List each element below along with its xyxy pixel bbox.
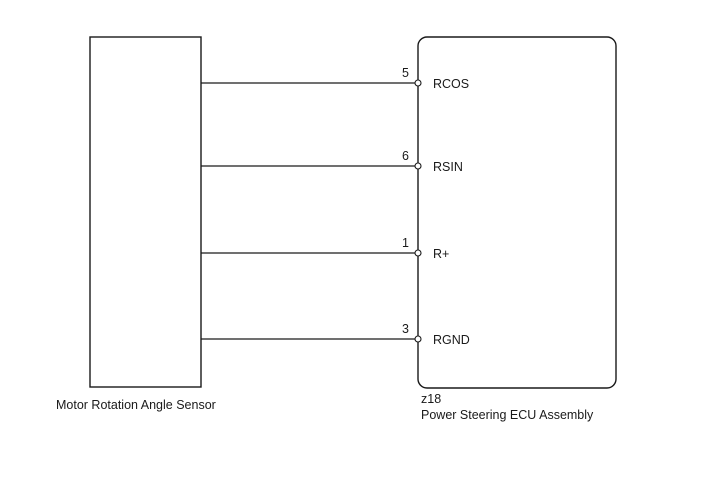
pin-number: 5	[402, 66, 409, 80]
ecu-connector-code: z18	[421, 392, 442, 406]
terminal-pin-1	[414, 249, 422, 257]
pin-number: 3	[402, 322, 409, 336]
ecu-box	[417, 36, 617, 389]
signal-label: RCOS	[433, 77, 469, 91]
pin-number: 1	[402, 236, 409, 250]
ecu-label: Power Steering ECU Assembly	[421, 408, 594, 422]
pin-number: 6	[402, 149, 409, 163]
terminal-pin-5	[414, 79, 422, 87]
terminal-pin-6	[414, 162, 422, 170]
signal-label: RSIN	[433, 160, 463, 174]
signal-label: RGND	[433, 333, 470, 347]
sensor-label: Motor Rotation Angle Sensor	[56, 398, 216, 412]
signal-label: R+	[433, 247, 449, 261]
terminal-pin-3	[414, 335, 422, 343]
sensor-box	[89, 36, 202, 388]
